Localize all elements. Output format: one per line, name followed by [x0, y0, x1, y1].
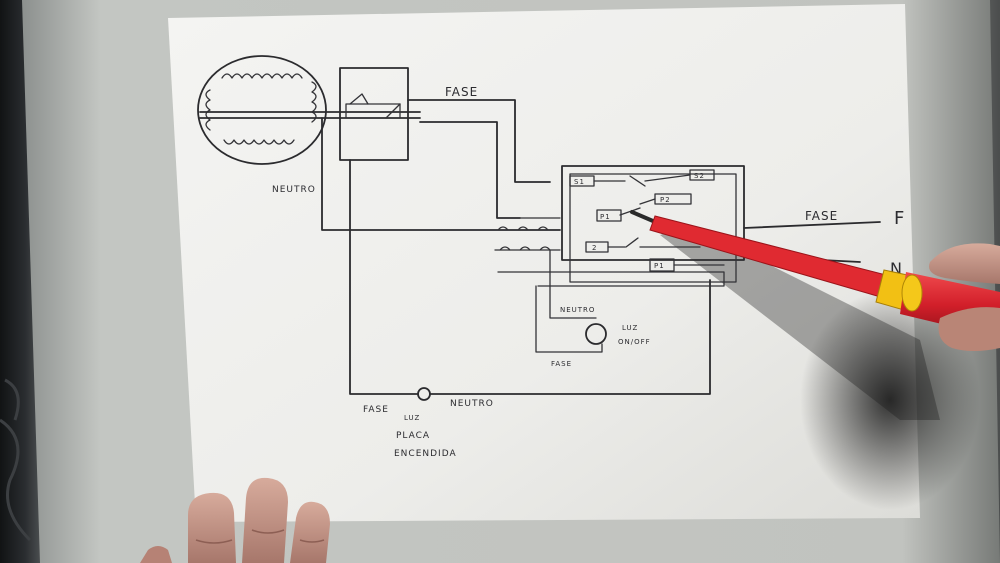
tester-shadow-strip [660, 225, 940, 420]
label-placa: PLACA [396, 431, 430, 441]
wire-2 [419, 121, 521, 219]
switch-label-s1: S1 [574, 178, 585, 186]
label-fase-bottom: FASE [363, 405, 389, 415]
label-n-letter: N [890, 259, 903, 278]
diagram-labels: FASE NEUTRO FASE F N NEUTRO LUZ ON/OFF F… [272, 85, 905, 459]
switch-p1 [596, 209, 622, 222]
switch-label-2: 2 [592, 244, 597, 252]
left-hand-ring-finger [290, 501, 330, 563]
label-neutro-left: NEUTRO [272, 185, 316, 195]
label-fase-right: FASE [805, 209, 838, 223]
background-cables [0, 378, 32, 542]
control-block-inner [569, 173, 737, 283]
lamp-wire-right [429, 279, 711, 395]
right-hand [929, 243, 1000, 351]
switch-links [593, 174, 725, 266]
right-hand-fingers [938, 307, 1000, 351]
switch-label-p3: P1 [654, 262, 665, 270]
wiring-diagram [197, 55, 881, 401]
output-fase-wire [743, 221, 881, 229]
label-luz: LUZ [404, 414, 420, 422]
wire-lamp-onoff-2 [535, 285, 603, 353]
block-lines [497, 271, 725, 287]
left-hand-index-finger [188, 492, 236, 563]
heater-element-symbol [197, 55, 327, 165]
lamp-wire-left [349, 159, 419, 395]
right-hand-thumb [929, 243, 1000, 284]
thermostat-box [339, 67, 409, 161]
wire-lamp-onoff [549, 249, 597, 319]
label-encendida: ENCENDIDA [394, 449, 457, 459]
label-luz-onoff-1: LUZ [622, 324, 638, 332]
left-hand-pinky [140, 546, 172, 563]
neutro-wire [321, 117, 561, 231]
left-hand-middle-finger [242, 477, 288, 563]
left-hand [140, 477, 330, 563]
label-luz-onoff-2: ON/OFF [618, 338, 651, 346]
label-neutro-bottom: NEUTRO [450, 399, 494, 409]
label-neutro-lamp: NEUTRO [560, 306, 595, 314]
wire-crossings [494, 217, 561, 251]
tester-shadow [800, 290, 980, 510]
thermostat-contact [349, 93, 401, 119]
switch-label-p2: P2 [660, 196, 671, 204]
fase-wire [407, 99, 551, 183]
tester-handle-cap [901, 274, 923, 312]
heater-coil [205, 73, 317, 145]
lamp-plate-symbol [417, 387, 431, 401]
switch-label-s2: S2 [694, 172, 705, 180]
thermostat-inner [345, 103, 401, 119]
left-hand-knuckle-shade [195, 529, 325, 544]
label-f-letter: F [894, 208, 905, 229]
label-fase-lamp: FASE [551, 360, 572, 368]
control-block-outer [561, 165, 745, 261]
switch-label-p1: P1 [600, 213, 611, 221]
label-fase-top: FASE [445, 85, 478, 99]
paper-sheet [168, 4, 920, 522]
lamp-onoff-symbol [585, 323, 607, 345]
